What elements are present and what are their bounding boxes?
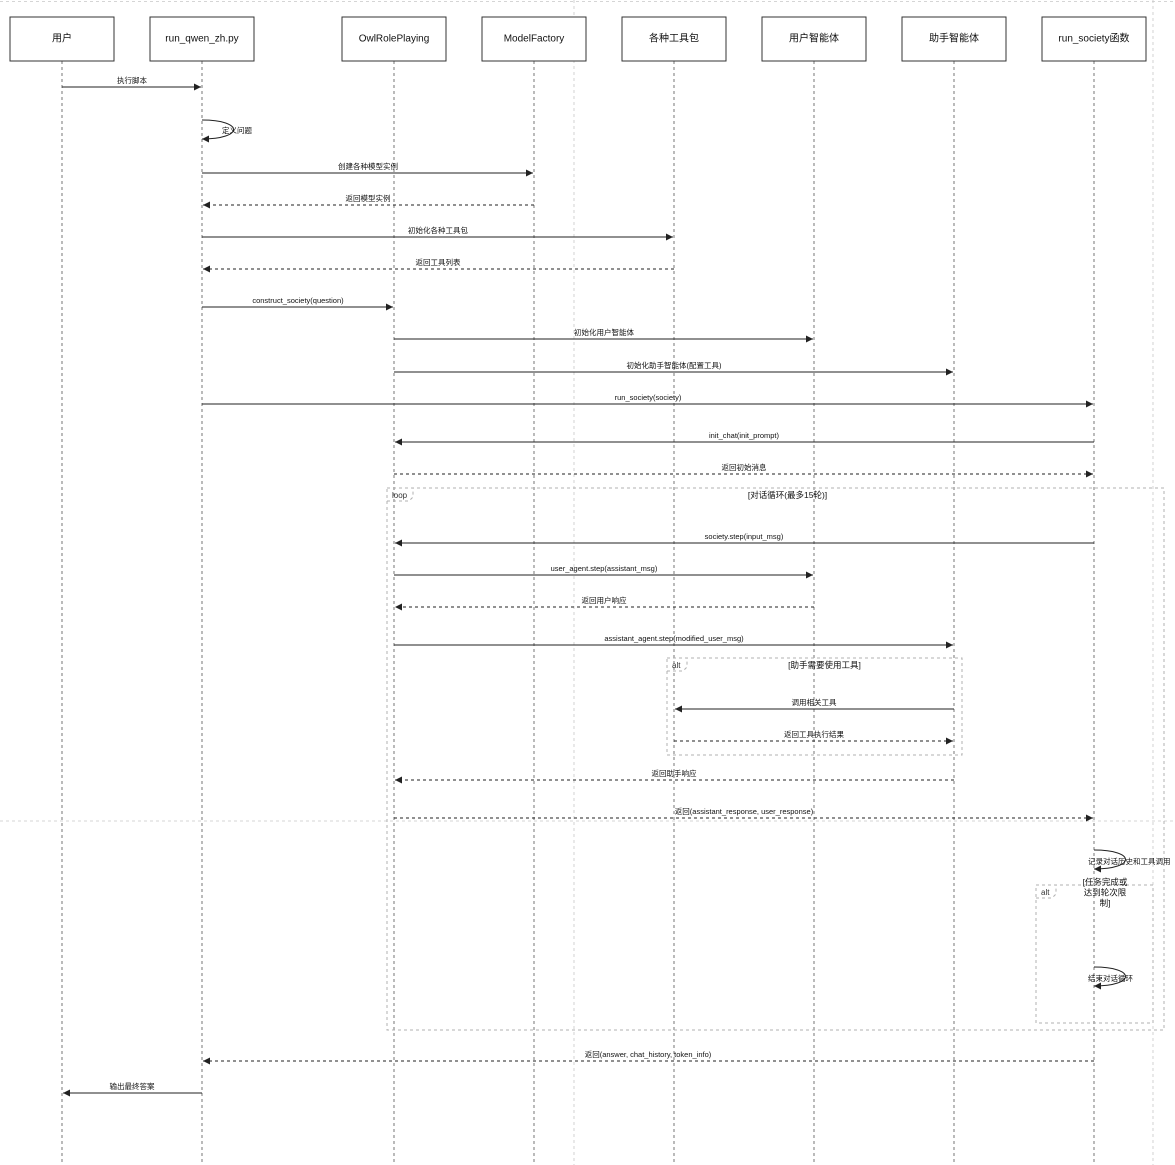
actor-assistant_agent: 助手智能体	[901, 16, 1007, 62]
actor-user_agent: 用户智能体	[761, 16, 867, 62]
fragment-frame	[386, 487, 1165, 1031]
message: 返回(assistant_response, user_response)	[394, 807, 1093, 822]
actor-box	[9, 16, 115, 62]
message: 记录对话历史和工具调用	[1088, 849, 1171, 873]
message-label: 初始化各种工具包	[408, 225, 468, 235]
fragment-tag-border	[387, 488, 414, 502]
message-label: 返回用户响应	[582, 595, 627, 605]
message-label: 输出最终答案	[110, 1081, 155, 1091]
message-label: 结束对话循环	[1088, 973, 1133, 983]
actor-factory: ModelFactory	[481, 16, 587, 62]
message-label: 初始化助手智能体(配置工具)	[627, 360, 722, 370]
message-label: 记录对话历史和工具调用	[1088, 856, 1171, 866]
message-label: 调用相关工具	[792, 697, 837, 707]
message: 返回(answer, chat_history, token_info)	[203, 1050, 1094, 1065]
self-message-arrow	[1093, 966, 1126, 990]
message-label: 创建各种模型实例	[338, 161, 398, 171]
message-label: 返回(answer, chat_history, token_info)	[585, 1050, 712, 1059]
message: 返回模型实例	[203, 193, 534, 209]
actor-label: 用户智能体	[789, 32, 839, 45]
fragment-condition-line: [任务完成或	[1083, 877, 1128, 887]
actor-label: ModelFactory	[504, 34, 565, 45]
actor-script: run_qwen_zh.py	[149, 16, 255, 62]
fragment-alt: alt [助手需要使用工具]	[666, 657, 963, 756]
message: 返回用户响应	[395, 595, 814, 611]
actor-box	[1041, 16, 1147, 62]
message: assistant_agent.step(modified_user_msg)	[394, 634, 953, 649]
actor-box	[761, 16, 867, 62]
fragment-type-label: alt	[1041, 888, 1050, 897]
message: 初始化各种工具包	[202, 225, 673, 241]
message: 定义问题	[201, 119, 252, 143]
message-label: user_agent.step(assistant_msg)	[551, 564, 658, 573]
message-label: 执行脚本	[117, 75, 147, 85]
actor-label: 用户	[52, 32, 72, 45]
actor-box	[341, 16, 447, 62]
actor-box	[481, 16, 587, 62]
message: 调用相关工具	[675, 697, 954, 713]
self-message-arrow	[1093, 849, 1126, 873]
message: society.step(input_msg)	[395, 532, 1094, 547]
fragment-condition: [任务完成或达到轮次限制]	[1083, 877, 1128, 908]
actor-user: 用户	[9, 16, 115, 62]
actor-run_society: run_society函数	[1041, 16, 1147, 62]
fragment-tag-border	[1036, 885, 1057, 899]
actor-label: OwlRolePlaying	[359, 34, 430, 45]
message: construct_society(question)	[202, 296, 393, 311]
actor-box	[901, 16, 1007, 62]
message-label: run_society(society)	[615, 393, 682, 402]
actor-toolkits: 各种工具包	[621, 16, 727, 62]
actor-owl: OwlRolePlaying	[341, 16, 447, 62]
message: 返回工具执行结果	[674, 729, 953, 745]
message-label: init_chat(init_prompt)	[709, 431, 780, 440]
actor-label: 各种工具包	[649, 32, 699, 45]
message: init_chat(init_prompt)	[395, 431, 1094, 446]
message-label: 返回工具列表	[416, 257, 461, 267]
message-label: 返回模型实例	[346, 193, 391, 203]
fragment-type-label: alt	[672, 661, 681, 670]
message: 返回助手响应	[395, 768, 954, 784]
message-label: construct_society(question)	[252, 296, 344, 305]
fragment-condition: [对话循环(最多15轮)]	[748, 490, 827, 500]
message-label: 返回工具执行结果	[784, 729, 844, 739]
fragment-tag-border	[667, 658, 688, 672]
message: 返回初始消息	[394, 462, 1093, 478]
message-label: 返回助手响应	[652, 768, 697, 778]
message: 输出最终答案	[63, 1081, 202, 1097]
message-label: 返回(assistant_response, user_response)	[675, 807, 814, 816]
message-label: 定义问题	[222, 125, 252, 135]
message: 创建各种模型实例	[202, 161, 533, 177]
message-label: society.step(input_msg)	[705, 532, 784, 541]
fragment-type-label: loop	[392, 491, 408, 500]
actor-box	[621, 16, 727, 62]
message: 初始化用户智能体	[394, 327, 813, 343]
fragments: loop [对话循环(最多15轮)] alt [助手需要使用工具] alt [任务完成或达…	[386, 487, 1165, 1031]
fragment-condition: [助手需要使用工具]	[788, 660, 861, 670]
message-label: 初始化用户智能体	[574, 327, 634, 337]
message: 执行脚本	[62, 75, 201, 91]
fragment-loop: loop [对话循环(最多15轮)]	[386, 487, 1165, 1031]
fragment-condition-line: 制]	[1100, 898, 1111, 908]
message: 初始化助手智能体(配置工具)	[394, 360, 953, 376]
fragment-condition-line: 达到轮次限	[1084, 888, 1127, 898]
fragment-alt: alt [任务完成或达到轮次限制]	[1035, 877, 1154, 1024]
fragment-frame	[666, 657, 963, 756]
message: 返回工具列表	[203, 257, 674, 273]
actor-label: run_society函数	[1058, 32, 1129, 45]
actor-box	[149, 16, 255, 62]
message-label: assistant_agent.step(modified_user_msg)	[604, 634, 744, 643]
message-label: 返回初始消息	[722, 462, 767, 472]
lifelines	[61, 61, 1095, 1165]
message: run_society(society)	[202, 393, 1093, 408]
self-message-arrow	[201, 119, 234, 143]
actors: 用户 run_qwen_zh.py OwlRolePlaying ModelFacto…	[9, 16, 1147, 62]
fragment-frame	[1035, 884, 1154, 1024]
message: 结束对话循环	[1088, 966, 1133, 990]
actor-label: run_qwen_zh.py	[165, 34, 238, 45]
message: user_agent.step(assistant_msg)	[394, 564, 813, 579]
actor-label: 助手智能体	[929, 32, 979, 45]
